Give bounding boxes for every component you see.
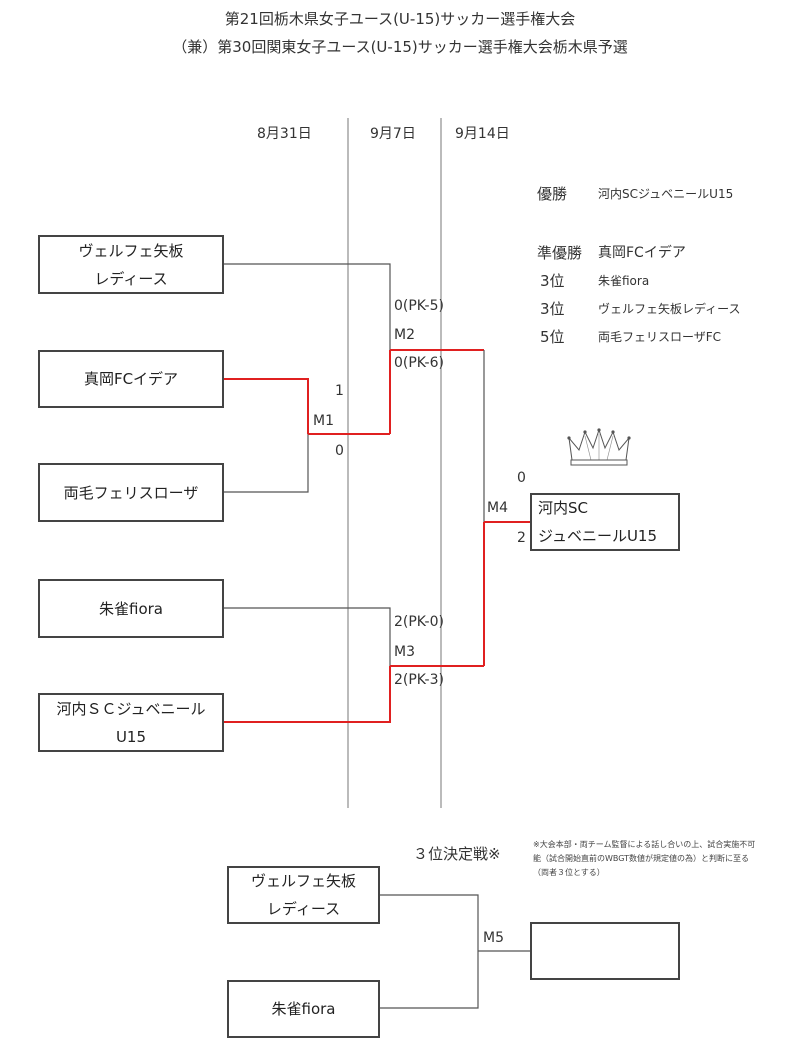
m2-score-top: 0(PK-5) <box>394 298 444 314</box>
m5-label: M5 <box>483 930 504 946</box>
third-label-1: 3位 <box>540 272 565 290</box>
third-team-1: 朱雀fiora <box>598 274 650 288</box>
m3-label: M3 <box>394 644 415 660</box>
m3-score-bottom: 2(PK-3) <box>394 672 444 688</box>
m4-score-bottom: 2 <box>517 530 526 546</box>
date-round-1: 8月31日 <box>257 126 312 142</box>
champion-box: 河内SC ジュベニールU15 <box>530 493 680 551</box>
third-place-title: ３位決定戦※ <box>413 845 501 863</box>
third-place-note: ※大会本部・両チーム監督による話し合いの上、試合実施不可能（試合開始直前のWBG… <box>533 840 756 877</box>
m1-score-bottom: 0 <box>335 443 344 459</box>
m1-label: M1 <box>313 413 334 429</box>
date-round-2: 9月7日 <box>370 126 416 142</box>
team-name: 朱雀fiora <box>271 1000 336 1018</box>
team-name: 河内ＳＣジュベニール <box>56 699 206 718</box>
m4-label: M4 <box>487 500 508 516</box>
team-name: 真岡FCイデア <box>83 370 179 388</box>
m1-score-top: 1 <box>335 383 344 399</box>
champion-label: 優勝 <box>537 185 568 203</box>
team-name: レディース <box>94 269 168 288</box>
runnerup-team: 真岡FCイデア <box>598 245 686 261</box>
m2-top-line <box>224 263 391 350</box>
team-box-moka: 真岡FCイデア <box>38 350 224 408</box>
champion-name: ジュベニールU15 <box>538 527 658 545</box>
title-line-2: （兼）第30回関東女子ユース(U-15)サッカー選手権大会栃木県予選 <box>172 38 628 56</box>
team-name: ヴェルフェ矢板 <box>250 872 356 890</box>
m1-loser-line <box>224 434 309 493</box>
fifth-label: 5位 <box>540 328 565 346</box>
m4-score-top: 0 <box>517 470 526 486</box>
m3-winner-line <box>224 666 391 723</box>
third-place-team-1-box: ヴェルフェ矢板 レディース <box>227 866 380 924</box>
team-name: 朱雀fiora <box>99 599 163 618</box>
team-box-ryomo: 両毛フェリスローザ <box>38 463 224 522</box>
champion-name: 河内SC <box>538 499 588 517</box>
runnerup-label: 準優勝 <box>537 244 583 262</box>
team-name: レディース <box>266 900 341 918</box>
m2-label: M2 <box>394 327 415 343</box>
m2-score-bottom: 0(PK-6) <box>394 355 444 371</box>
m3-top-line <box>224 607 391 666</box>
team-name: 両毛フェリスローザ <box>63 483 199 502</box>
team-box-kawachi: 河内ＳＣジュベニール U15 <box>38 693 224 752</box>
fifth-team: 両毛フェリスローザFC <box>598 330 722 344</box>
team-name: U15 <box>115 727 147 746</box>
title-line-1: 第21回栃木県女子ユース(U-15)サッカー選手権大会 <box>224 10 576 28</box>
date-round-3: 9月14日 <box>455 126 510 142</box>
champion-team: 河内SCジュベニールU15 <box>598 187 734 201</box>
team-name: ヴェルフェ矢板 <box>78 241 184 260</box>
team-box-verufe: ヴェルフェ矢板 レディース <box>38 235 224 294</box>
m1-winner-line <box>224 378 309 434</box>
crown-icon <box>567 428 631 466</box>
m3-score-top: 2(PK-0) <box>394 614 444 630</box>
third-team-2: ヴェルフェ矢板レディース <box>598 302 741 316</box>
third-place-result-box <box>530 922 680 980</box>
team-box-suzaku: 朱雀fiora <box>38 579 224 638</box>
m5-bracket-line <box>380 894 479 1009</box>
third-label-2: 3位 <box>540 300 565 318</box>
third-place-team-2-box: 朱雀fiora <box>227 980 380 1038</box>
